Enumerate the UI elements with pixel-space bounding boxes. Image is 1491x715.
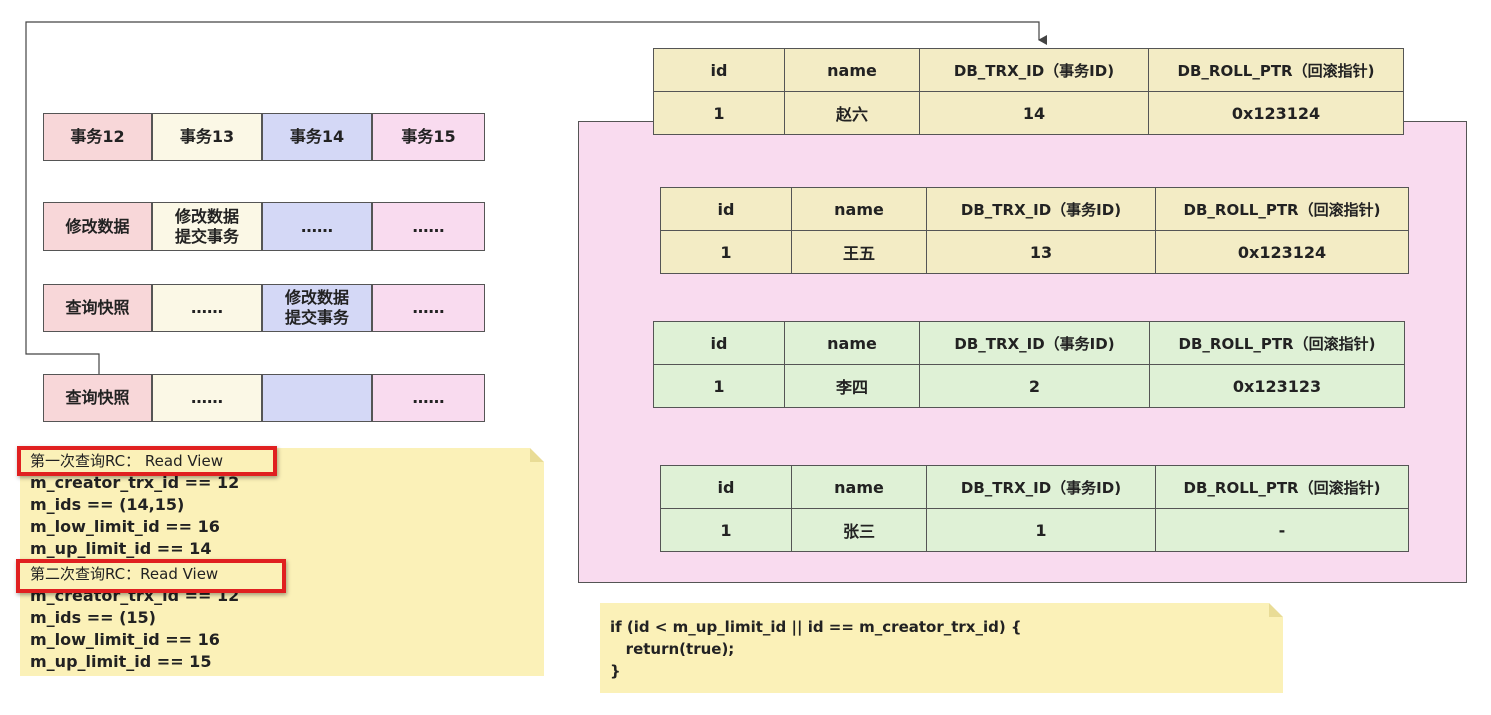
version-column-header: name: [784, 321, 920, 365]
note-fold: [530, 448, 544, 462]
version-cell: 1: [660, 508, 792, 552]
highlight-second-query: [16, 559, 286, 593]
version-cell: 14: [919, 91, 1149, 135]
read-view-line: 第一次查询RC： Read View: [30, 452, 223, 470]
highlight-first-query: [17, 446, 277, 476]
read-view-line: m_ids == (14,15): [30, 495, 185, 514]
version-column-header: DB_ROLL_PTR（回滚指针): [1148, 48, 1404, 92]
transaction-cell: ……: [262, 202, 372, 251]
version-column-header: DB_ROLL_PTR（回滚指针): [1155, 465, 1409, 509]
version-column-header: id: [653, 48, 785, 92]
read-view-line: m_up_limit_id == 14: [30, 539, 212, 558]
read-view-line: m_low_limit_id == 16: [30, 517, 220, 536]
version-column-header: DB_TRX_ID（事务ID): [926, 465, 1156, 509]
read-view-line: m_low_limit_id == 16: [30, 630, 220, 649]
transaction-cell: 查询快照: [43, 374, 152, 422]
transaction-cell: ……: [372, 202, 485, 251]
code-line: }: [610, 662, 621, 680]
code-line: if (id < m_up_limit_id || id == m_creato…: [610, 618, 1022, 636]
transaction-cell: [262, 374, 372, 422]
read-view-line: m_ids == (15): [30, 608, 156, 627]
read-view-line: m_up_limit_id == 15: [30, 652, 212, 671]
version-cell: 0x123124: [1148, 91, 1404, 135]
version-column-header: id: [653, 321, 785, 365]
transaction-cell: ……: [372, 284, 485, 332]
version-cell: 1: [653, 364, 785, 408]
transaction-cell: 修改数据: [43, 202, 152, 251]
version-cell: 张三: [791, 508, 927, 552]
version-column-header: DB_ROLL_PTR（回滚指针): [1149, 321, 1405, 365]
transaction-cell: ……: [152, 374, 262, 422]
visibility-code-note: [600, 603, 1283, 693]
version-column-header: id: [660, 187, 792, 231]
transaction-cell: 查询快照: [43, 284, 152, 332]
note-fold: [1269, 603, 1283, 617]
version-cell: 2: [919, 364, 1150, 408]
version-column-header: DB_TRX_ID（事务ID): [919, 48, 1149, 92]
transaction-cell: 修改数据 提交事务: [152, 202, 262, 251]
version-column-header: name: [791, 465, 927, 509]
version-column-header: name: [791, 187, 927, 231]
transaction-header: 事务12: [43, 113, 152, 161]
transaction-header: 事务15: [372, 113, 485, 161]
version-cell: 1: [926, 508, 1156, 552]
version-cell: 13: [926, 230, 1156, 274]
version-column-header: name: [784, 48, 920, 92]
transaction-cell: ……: [372, 374, 485, 422]
version-cell: 0x123124: [1155, 230, 1409, 274]
version-cell: -: [1155, 508, 1409, 552]
version-cell: 0x123123: [1149, 364, 1405, 408]
version-column-header: DB_TRX_ID（事务ID): [926, 187, 1156, 231]
transaction-header: 事务13: [152, 113, 262, 161]
version-cell: 1: [660, 230, 792, 274]
transaction-header: 事务14: [262, 113, 372, 161]
version-cell: 王五: [791, 230, 927, 274]
version-cell: 赵六: [784, 91, 920, 135]
transaction-cell: ……: [152, 284, 262, 332]
version-column-header: DB_TRX_ID（事务ID): [919, 321, 1150, 365]
read-view-line: m_creator_trx_id == 12: [30, 473, 240, 492]
version-cell: 李四: [784, 364, 920, 408]
version-column-header: id: [660, 465, 792, 509]
read-view-line: 第二次查询RC：Read View: [30, 565, 219, 583]
code-line: return(true);: [610, 640, 735, 658]
version-column-header: DB_ROLL_PTR（回滚指针): [1155, 187, 1409, 231]
version-cell: 1: [653, 91, 785, 135]
transaction-cell: 修改数据 提交事务: [262, 284, 372, 332]
